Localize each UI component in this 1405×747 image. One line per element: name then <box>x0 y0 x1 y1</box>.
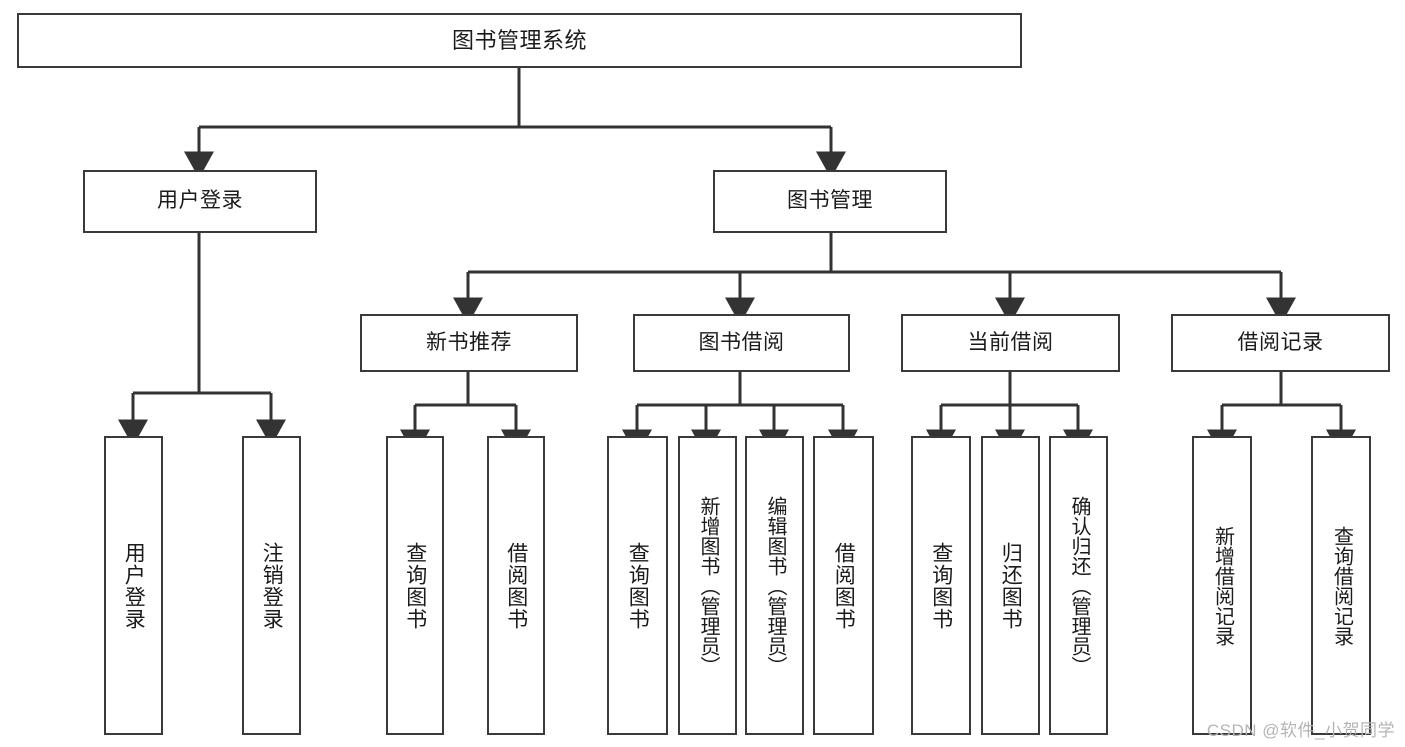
node-book-manage[interactable]: 图书管理 <box>713 170 947 233</box>
node-label: 查询图书 <box>929 541 953 630</box>
leaf-query-book-recommend[interactable]: 查询图书 <box>386 436 444 735</box>
node-label: 用户登录 <box>122 541 146 630</box>
node-new-book-recommend[interactable]: 新书推荐 <box>360 314 578 372</box>
leaf-query-borrow-record[interactable]: 查询借阅记录 <box>1311 436 1371 735</box>
leaf-query-book-current[interactable]: 查询图书 <box>911 436 971 735</box>
node-label: 查询图书 <box>626 541 650 630</box>
node-label: 借阅图书 <box>504 541 528 630</box>
leaf-user-login[interactable]: 用户登录 <box>104 436 163 735</box>
leaf-borrow-book-recommend[interactable]: 借阅图书 <box>487 436 545 735</box>
leaf-add-book-admin[interactable]: 新增图书（管理员） <box>678 436 737 735</box>
node-label: 图书借阅 <box>698 330 785 354</box>
leaf-confirm-return-admin[interactable]: 确认归还（管理员） <box>1049 436 1108 735</box>
node-label: 确认归还（管理员） <box>1068 495 1090 676</box>
leaf-logout-login[interactable]: 注销登录 <box>242 436 301 735</box>
node-label: 查询图书 <box>403 541 427 630</box>
leaf-borrow-book-borrow[interactable]: 借阅图书 <box>813 436 874 735</box>
node-label: 查询借阅记录 <box>1330 525 1353 646</box>
node-label: 借阅图书 <box>832 541 856 630</box>
node-book-borrow[interactable]: 图书借阅 <box>633 314 850 372</box>
node-label: 图书管理系统 <box>451 27 587 53</box>
node-label: 编辑图书（管理员） <box>764 495 786 676</box>
node-label: 归还图书 <box>999 541 1023 630</box>
leaf-query-book-borrow[interactable]: 查询图书 <box>607 436 668 735</box>
node-label: 当前借阅 <box>967 330 1054 354</box>
leaf-add-borrow-record[interactable]: 新增借阅记录 <box>1192 436 1252 735</box>
node-label: 用户登录 <box>157 189 243 213</box>
watermark-text: CSDN @软件_小贺同学 <box>1206 721 1395 740</box>
node-label: 图书管理 <box>787 189 873 213</box>
node-user-login[interactable]: 用户登录 <box>83 170 317 233</box>
node-label: 新书推荐 <box>426 330 512 354</box>
node-borrow-record[interactable]: 借阅记录 <box>1171 314 1390 372</box>
node-label: 新增借阅记录 <box>1211 525 1234 646</box>
leaf-return-book[interactable]: 归还图书 <box>981 436 1040 735</box>
leaf-edit-book-admin[interactable]: 编辑图书（管理员） <box>745 436 804 735</box>
node-root-system[interactable]: 图书管理系统 <box>17 13 1022 68</box>
node-label: 新增图书（管理员） <box>697 495 719 676</box>
node-label: 借阅记录 <box>1237 330 1324 354</box>
node-label: 注销登录 <box>260 541 284 630</box>
node-current-borrow[interactable]: 当前借阅 <box>901 314 1120 372</box>
